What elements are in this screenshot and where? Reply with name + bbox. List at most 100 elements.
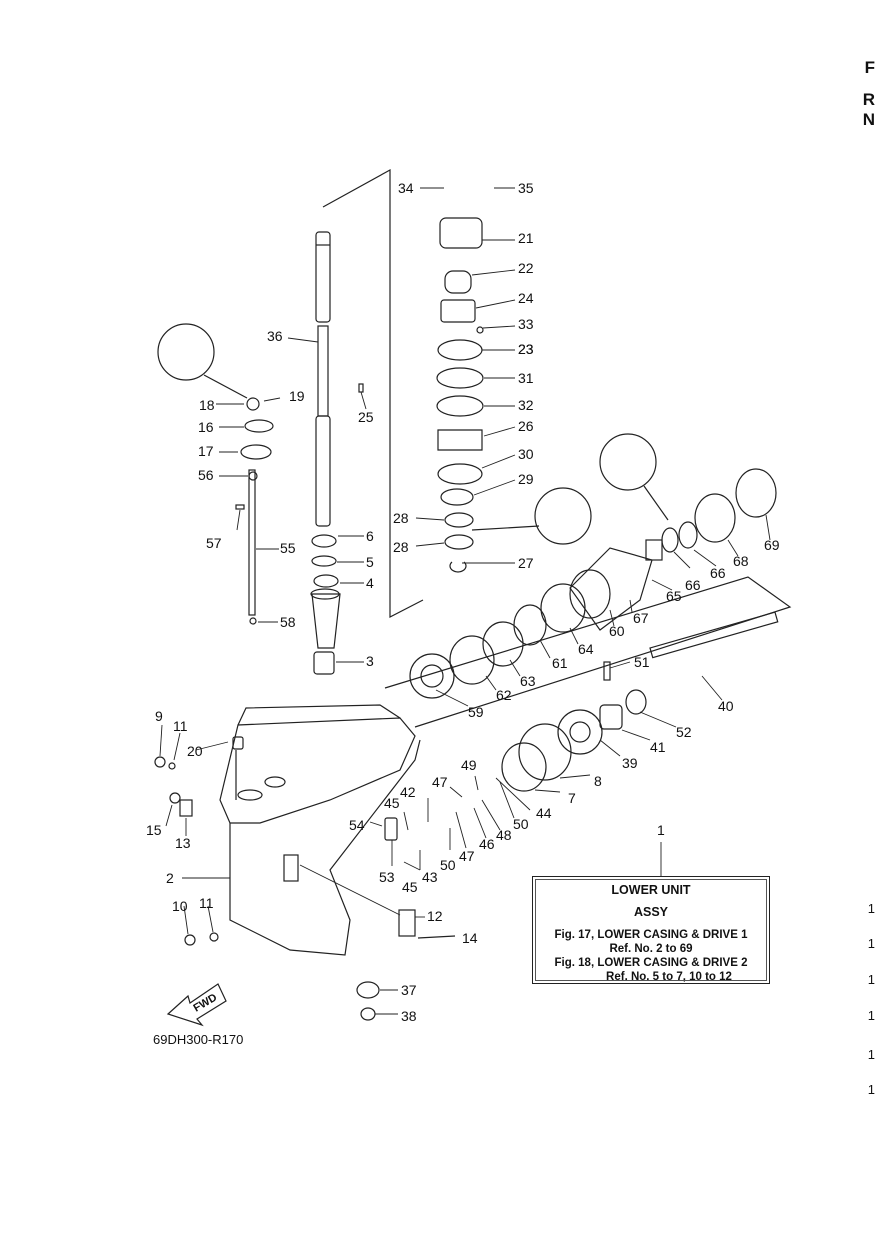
diagram-code: 69DH300-R170: [153, 1032, 244, 1047]
callout-4: 4: [366, 575, 374, 591]
callout-42: 42: [400, 784, 416, 800]
callout-46: 46: [479, 836, 495, 852]
edge-letter-3: N: [862, 110, 875, 129]
propeller-shaft: [649, 611, 779, 659]
callout-16: 16: [198, 419, 214, 435]
ref-line-3: Fig. 18, LOWER CASING & DRIVE 2: [554, 957, 748, 969]
ref-line-1: Fig. 17, LOWER CASING & DRIVE 1: [554, 929, 748, 941]
callout-59: 59: [468, 704, 484, 720]
callout-48: 48: [496, 827, 512, 843]
callout-64: 64: [578, 641, 594, 657]
drive-shaft: [315, 231, 331, 527]
ref-title: LOWER UNIT: [611, 883, 691, 897]
callout-66b: 66: [710, 565, 726, 581]
fwd-arrow-icon: [166, 983, 227, 1027]
callout-55: 55: [280, 540, 296, 556]
callout-67: 67: [633, 610, 649, 626]
callout-60: 60: [609, 623, 625, 639]
callout-11b: 11: [199, 895, 214, 911]
callout-19: 19: [289, 388, 305, 404]
callout-6: 6: [366, 528, 374, 544]
callout-2: 2: [166, 870, 174, 886]
callout-50a: 50: [513, 816, 529, 832]
edge-number-3: 1: [867, 972, 875, 987]
callout-68: 68: [733, 553, 749, 569]
edge-number-6: 1: [867, 1082, 875, 1097]
callout-32: 32: [518, 397, 534, 413]
callout-37: 37: [401, 982, 417, 998]
callout-28a: 28: [393, 510, 409, 526]
water-pump-stack: [436, 217, 484, 573]
callout-3: 3: [366, 653, 374, 669]
shift-rod: [248, 469, 256, 616]
gear-39: [557, 709, 603, 755]
fwd-label: FWD: [191, 992, 219, 1015]
lower-casing: [219, 704, 421, 956]
edge-letter-2: R: [862, 90, 875, 109]
callout-28b: 28: [393, 539, 409, 555]
callout-30: 30: [518, 446, 534, 462]
callout-9: 9: [155, 708, 163, 724]
callout-29: 29: [518, 471, 534, 487]
callout-39: 39: [622, 755, 638, 771]
callout-15: 15: [146, 822, 162, 838]
callout-18: 18: [199, 397, 215, 413]
sleeve: [311, 593, 341, 649]
callout-69: 69: [764, 537, 780, 553]
callout-23b: 23: [518, 341, 534, 357]
detail-view-66: [599, 433, 657, 491]
edge-number-2: 1: [867, 936, 875, 951]
reference-box: LOWER UNIT ASSY Fig. 17, LOWER CASING & …: [532, 876, 770, 984]
detail-view-18: [157, 323, 215, 381]
callout-27: 27: [518, 555, 534, 571]
callout-49: 49: [461, 757, 477, 773]
edge-number-4: 1: [867, 1008, 875, 1023]
callout-23a: 23: [518, 341, 534, 357]
callout-31: 31: [518, 370, 534, 386]
callout-58: 58: [280, 614, 296, 630]
callout-5: 5: [366, 554, 374, 570]
callout-22: 22: [518, 260, 534, 276]
callout-labels: 1 2 3 4 5 6 7 8 9 10 11 11 12 13 14 15 1…: [146, 180, 780, 1024]
callout-45a: 45: [384, 795, 400, 811]
edge-number-1: 1: [867, 901, 875, 916]
ref-subtitle: ASSY: [633, 905, 669, 919]
callout-65: 65: [666, 588, 682, 604]
ref-line-2: Ref. No. 2 to 69: [609, 943, 693, 955]
callout-8: 8: [594, 773, 602, 789]
bearing-housing-60: [569, 547, 653, 631]
callout-17: 17: [198, 443, 214, 459]
callout-24: 24: [518, 290, 534, 306]
callout-11a: 11: [173, 718, 188, 734]
edge-number-5: 1: [867, 1047, 875, 1062]
callout-36: 36: [267, 328, 283, 344]
callout-45b: 45: [402, 879, 418, 895]
callout-44: 44: [536, 805, 552, 821]
callout-47a: 47: [432, 774, 448, 790]
detail-view-28: [534, 487, 592, 545]
callout-54: 54: [349, 817, 365, 833]
callout-57: 57: [206, 535, 222, 551]
gear-59: [409, 653, 455, 699]
callout-63: 63: [520, 673, 536, 689]
callout-50b: 50: [440, 857, 456, 873]
callout-21: 21: [518, 230, 534, 246]
callout-40: 40: [718, 698, 734, 714]
callout-20: 20: [187, 743, 203, 759]
callout-66a: 66: [685, 577, 701, 593]
callout-35: 35: [518, 180, 534, 196]
callout-47b: 47: [459, 848, 475, 864]
callout-12: 12: [427, 908, 443, 924]
bearing-3: [313, 651, 335, 675]
callout-38: 38: [401, 1008, 417, 1024]
callout-43: 43: [422, 869, 438, 885]
callout-14: 14: [462, 930, 478, 946]
callout-13: 13: [175, 835, 191, 851]
callout-61: 61: [552, 655, 568, 671]
edge-letter-1: F: [864, 58, 875, 77]
callout-62: 62: [496, 687, 512, 703]
callout-51: 51: [634, 654, 650, 670]
callout-34: 34: [398, 180, 414, 196]
callout-7: 7: [568, 790, 576, 806]
